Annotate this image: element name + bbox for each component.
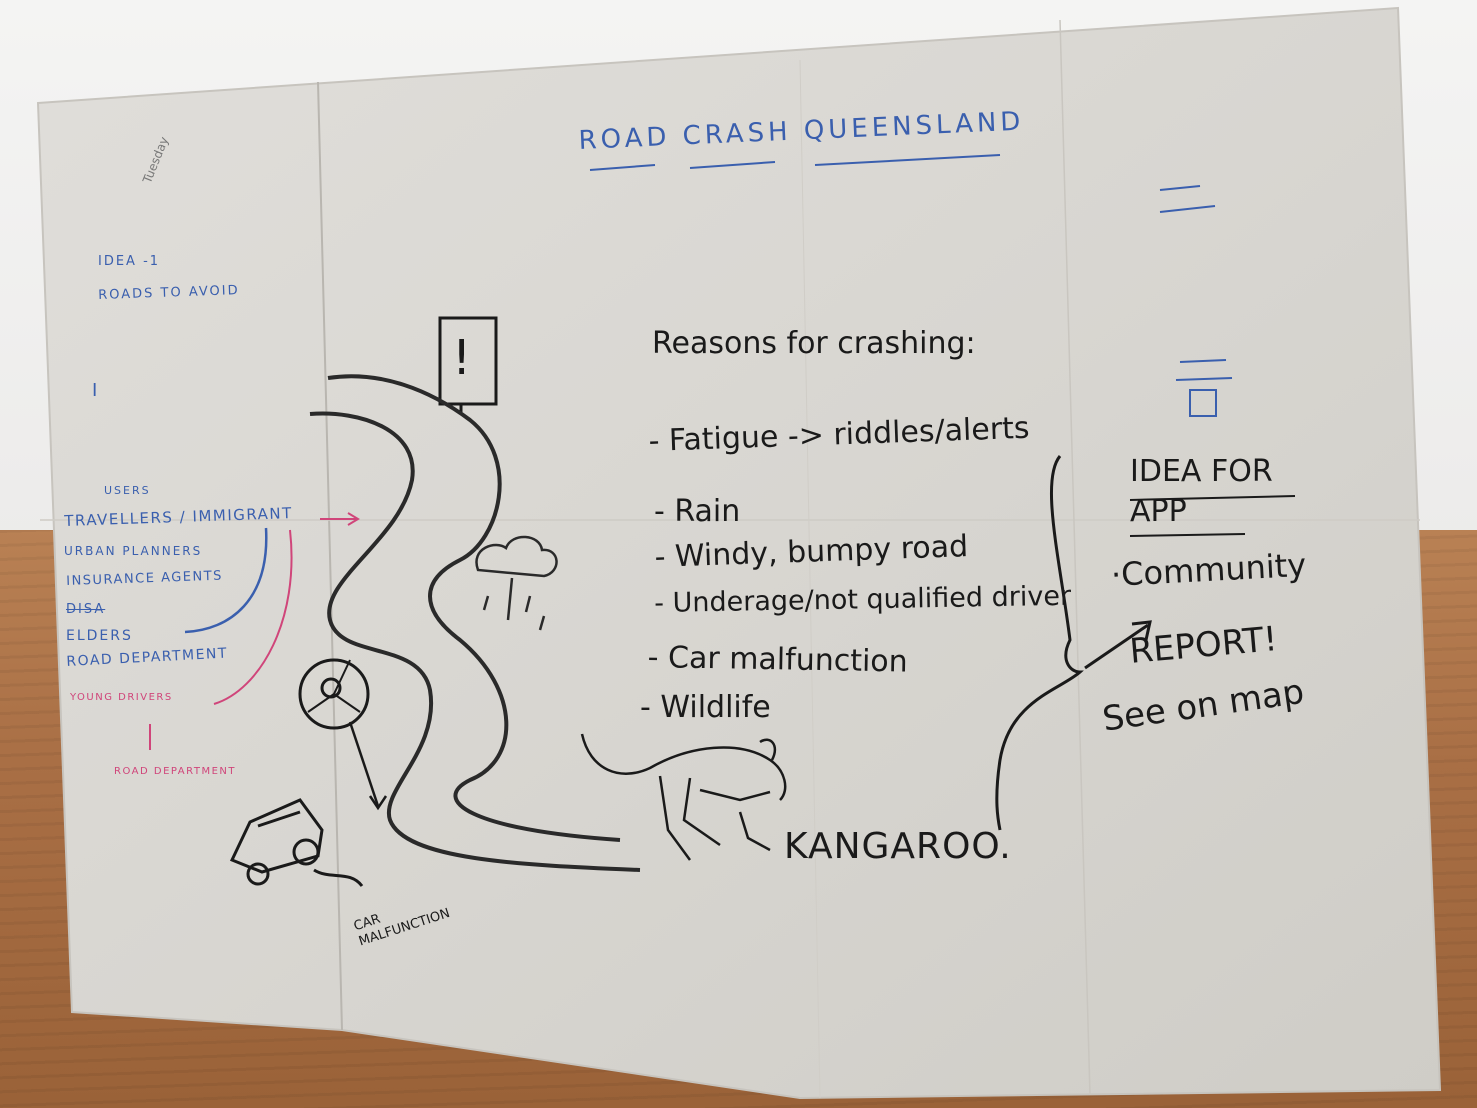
users-heading: USERS (104, 484, 151, 497)
rain-cloud-sketch (475, 535, 558, 631)
app-idea-heading: IDEA FOR APP (1130, 454, 1273, 529)
car-sketch (229, 798, 364, 888)
tyre-sketch (298, 658, 370, 730)
idea-1-label: IDEA -1 (98, 254, 161, 269)
brace-bracket (995, 455, 1084, 831)
user-item: YOUNG DRIVERS (70, 692, 173, 703)
user-item: DISA (66, 602, 106, 617)
kangaroo-label: KANGAROO. (784, 826, 1012, 867)
kangaroo-sketch (580, 733, 787, 861)
reason-item: - Rain (654, 494, 741, 529)
warning-sign-sketch (438, 316, 498, 406)
reason-item: - Car malfunction (647, 640, 909, 680)
user-item: URBAN PLANNERS (64, 544, 203, 558)
users-arrow-target: ROAD DEPARTMENT (114, 766, 236, 777)
users-blue-arrow (184, 527, 268, 634)
reason-item: - Wildlife (640, 690, 771, 725)
road-edge-outer (327, 374, 621, 842)
user-item: ELDERS (66, 628, 133, 644)
blue-doodles (1159, 185, 1233, 417)
sign-exclamation: ! (452, 330, 472, 386)
road-edge-inner (309, 411, 641, 872)
reasons-heading: Reasons for crashing: (652, 326, 976, 361)
users-pink-arrow (213, 529, 293, 705)
idea-1-marker: I (92, 380, 98, 401)
